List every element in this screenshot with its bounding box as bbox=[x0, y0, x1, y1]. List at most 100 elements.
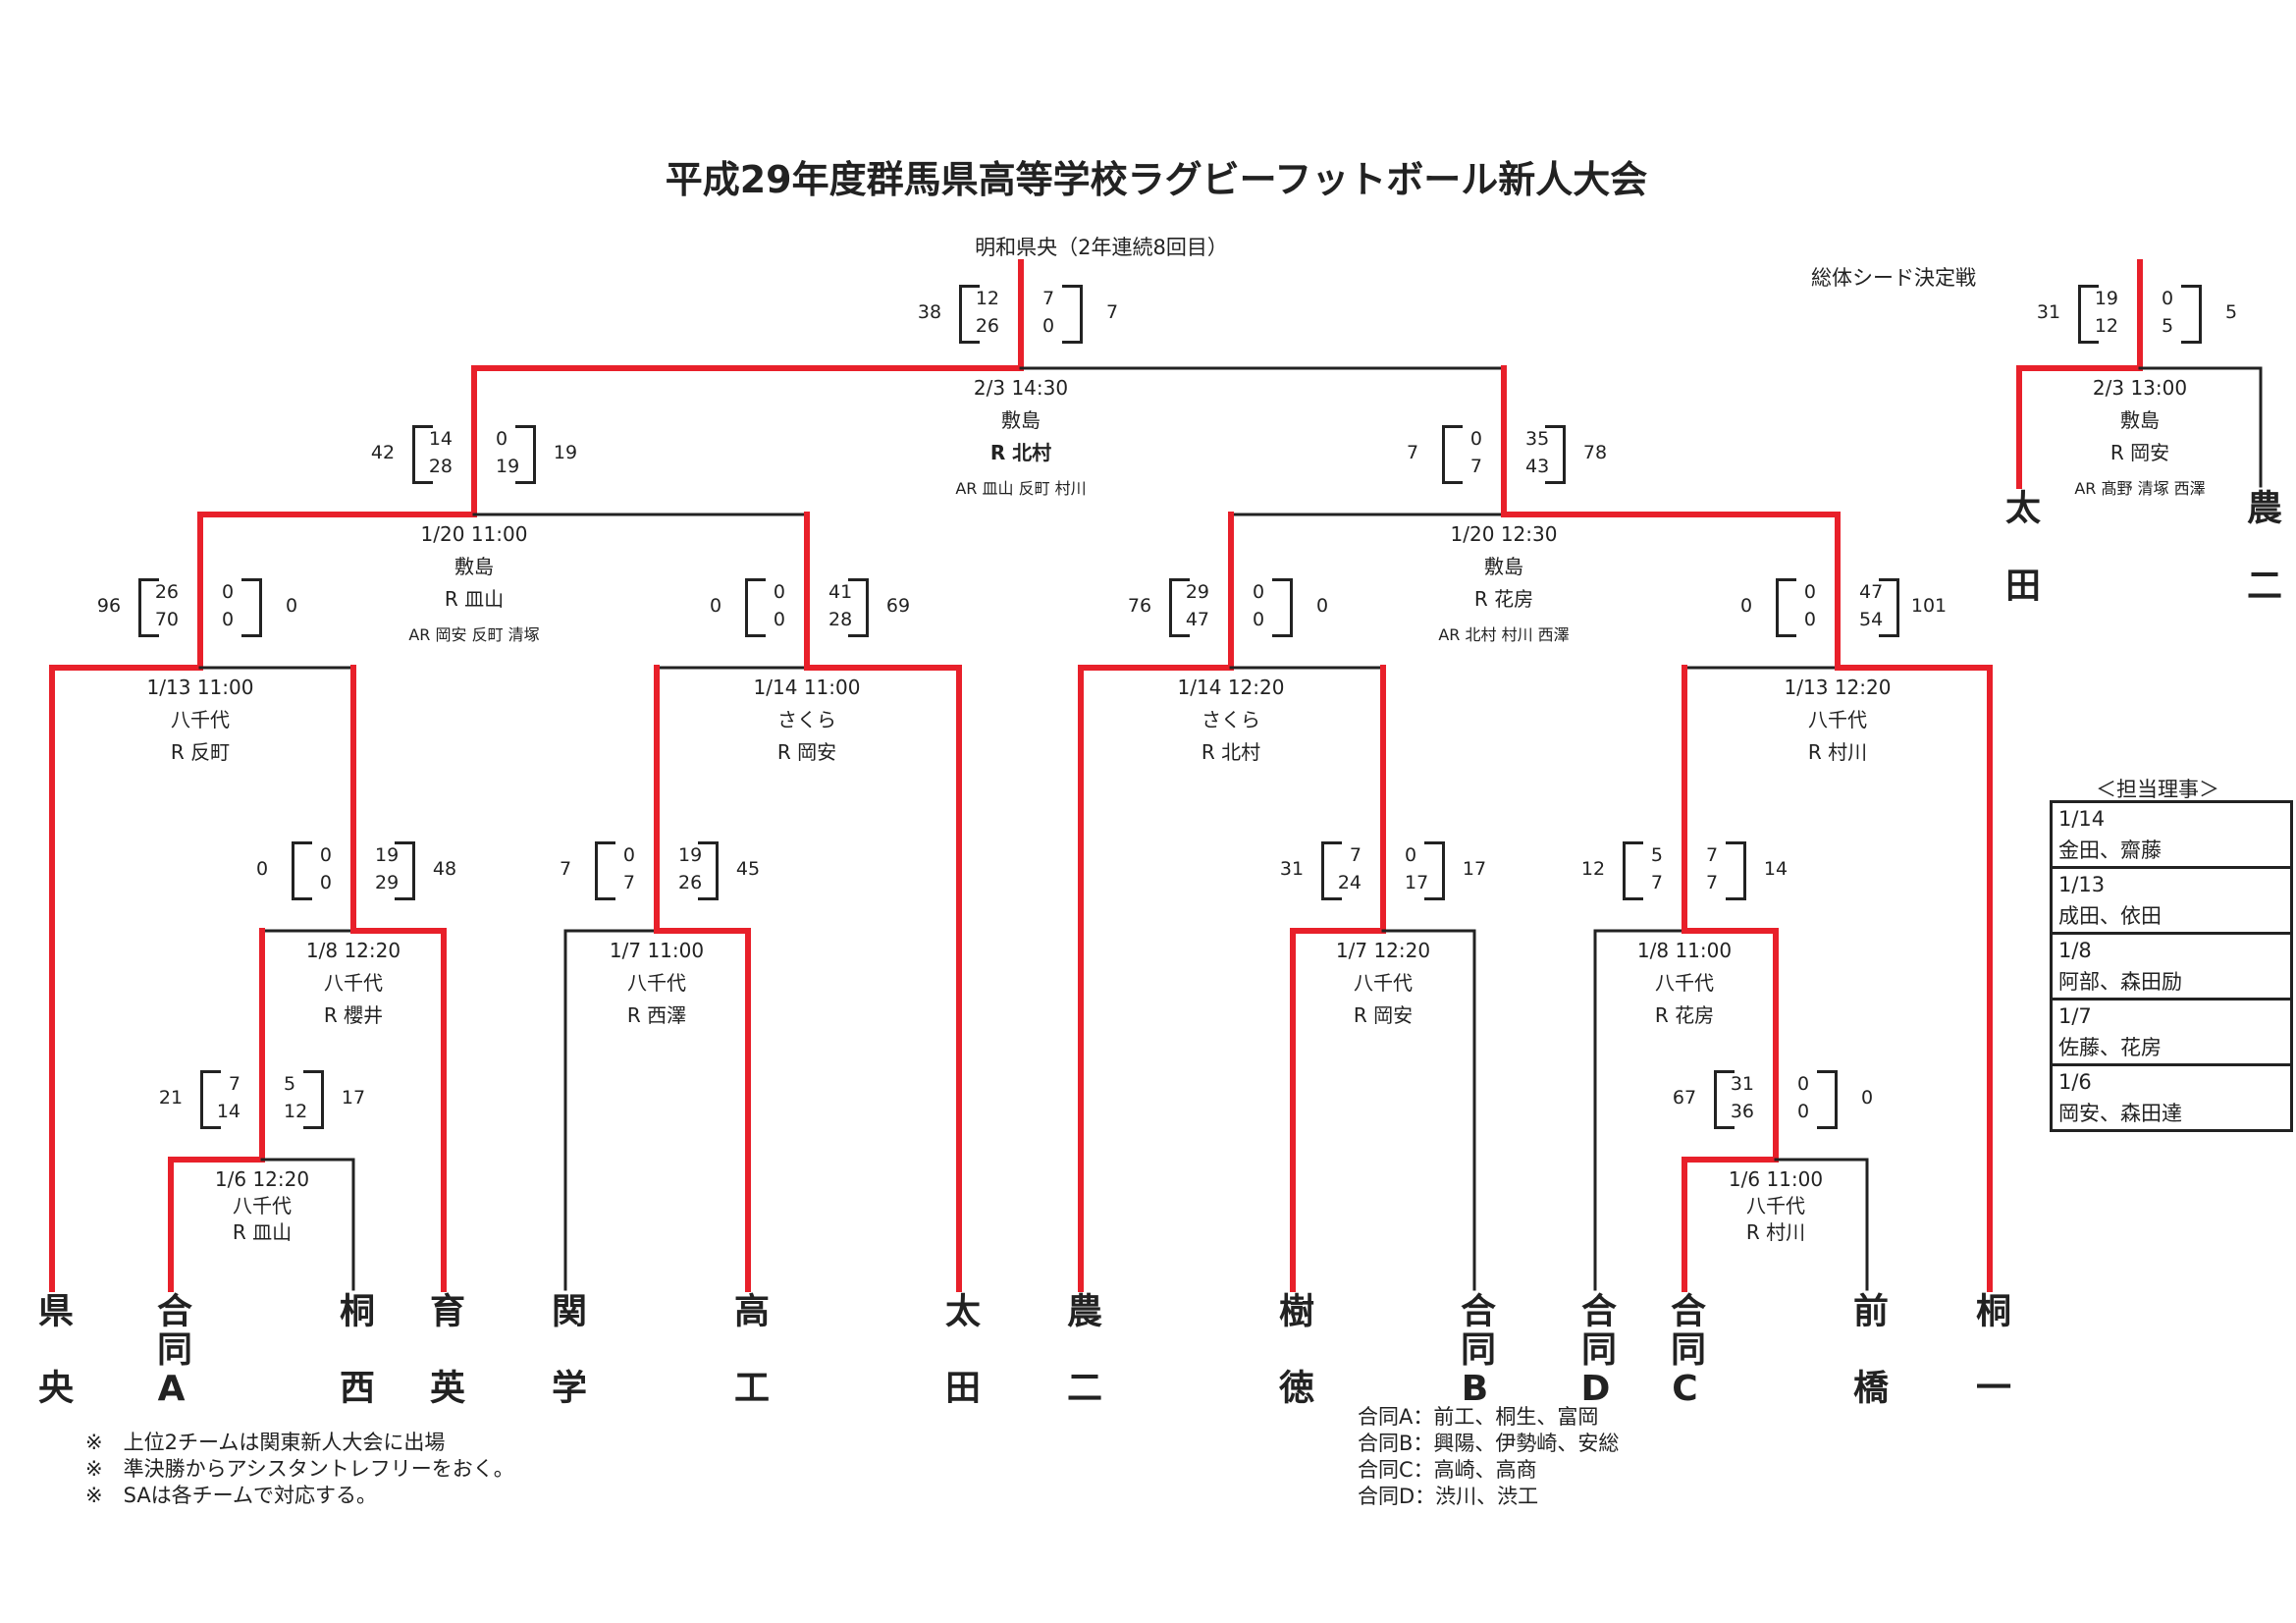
left-total-score: 31 bbox=[2036, 301, 2061, 323]
footnote: ※ 準決勝からアシスタントレフリーをおく。 bbox=[85, 1457, 514, 1481]
match-venue: 八千代 bbox=[1808, 708, 1867, 731]
match-date: 1/7 11:00 bbox=[609, 939, 705, 962]
right-first-half: 7 bbox=[1706, 844, 1719, 866]
champion-note: 明和県央（2年連続8回目） bbox=[975, 236, 1228, 259]
match-referee: R 北村 bbox=[989, 441, 1052, 464]
match-date: 1/20 11:00 bbox=[420, 522, 528, 546]
left-total-score: 0 bbox=[255, 858, 269, 880]
score-bracket-right bbox=[1272, 578, 1293, 637]
left-first-half: 0 bbox=[319, 844, 332, 866]
left-first-half: 31 bbox=[1730, 1073, 1754, 1095]
score-bracket-left bbox=[292, 841, 312, 900]
officials-names: 阿部、森田励 bbox=[2058, 970, 2182, 994]
joint-team-note: 合同A：前工、桐生、富岡 bbox=[1358, 1405, 1599, 1429]
match-venue: 八千代 bbox=[233, 1194, 292, 1217]
match-assistant-referees: AR 岡安 反町 清塚 bbox=[408, 625, 540, 644]
score-bracket-left bbox=[595, 841, 615, 900]
left-second-half: 24 bbox=[1337, 872, 1362, 893]
match-date: 2/3 13:00 bbox=[2092, 376, 2188, 400]
right-first-half: 5 bbox=[284, 1073, 296, 1095]
score-bracket-right bbox=[1545, 425, 1566, 484]
match-referee: R 皿山 bbox=[232, 1220, 293, 1244]
match-venue: 敷島 bbox=[454, 555, 494, 578]
match-venue: 八千代 bbox=[1655, 971, 1714, 995]
left-total-score: 96 bbox=[96, 595, 122, 617]
right-first-half: 35 bbox=[1525, 428, 1550, 450]
seed-team-name: 農二 bbox=[2241, 489, 2281, 644]
score-bracket-right bbox=[698, 841, 719, 900]
score-bracket-left bbox=[1776, 578, 1796, 637]
officials-row: 1/7 佐藤、花房 bbox=[2053, 1001, 2290, 1066]
score-bracket-right bbox=[1424, 841, 1445, 900]
left-total-score: 7 bbox=[559, 858, 572, 880]
score-bracket-right bbox=[395, 841, 415, 900]
left-second-half: 12 bbox=[2094, 315, 2118, 337]
match-date: 1/13 12:20 bbox=[1784, 676, 1892, 699]
team-name: 桐西 bbox=[334, 1292, 374, 1445]
score-bracket-left bbox=[1442, 425, 1463, 484]
team-name: 農二 bbox=[1061, 1292, 1101, 1445]
left-second-half: 26 bbox=[975, 315, 999, 337]
team-name: 合同B bbox=[1455, 1292, 1495, 1412]
team-name: 太田 bbox=[939, 1292, 980, 1445]
left-second-half: 28 bbox=[428, 456, 453, 477]
right-first-half: 7 bbox=[1042, 288, 1055, 309]
right-first-half: 41 bbox=[828, 581, 853, 603]
officials-date: 1/7 bbox=[2058, 1004, 2092, 1028]
match-venue: さくら bbox=[1201, 708, 1260, 731]
team-name: 県央 bbox=[32, 1292, 73, 1445]
right-second-half: 17 bbox=[1405, 872, 1429, 893]
score-bracket-right bbox=[1726, 841, 1746, 900]
score-bracket-right bbox=[1879, 578, 1899, 637]
right-second-half: 12 bbox=[284, 1101, 308, 1122]
right-total-score: 19 bbox=[553, 442, 578, 463]
team-name: 樹徳 bbox=[1273, 1292, 1313, 1445]
match-referee: R 皿山 bbox=[444, 587, 505, 611]
right-first-half: 0 bbox=[222, 581, 235, 603]
officials-names: 成田、依田 bbox=[2058, 904, 2162, 928]
officials-date: 1/6 bbox=[2058, 1070, 2092, 1094]
seed-team-name: 太田 bbox=[2000, 489, 2040, 644]
match-referee: R 村川 bbox=[1745, 1220, 1806, 1244]
page-title: 平成29年度群馬県高等学校ラグビーフットボール新人大会 bbox=[665, 158, 1648, 201]
match-date: 1/8 11:00 bbox=[1636, 939, 1733, 962]
left-total-score: 42 bbox=[370, 442, 396, 463]
match-venue: 八千代 bbox=[324, 971, 383, 995]
match-referee: R 岡安 bbox=[2109, 441, 2170, 464]
left-total-score: 38 bbox=[917, 301, 942, 323]
match-venue: さくら bbox=[777, 708, 836, 731]
officials-date: 1/13 bbox=[2058, 873, 2106, 896]
score-bracket-left bbox=[745, 578, 766, 637]
team-name: 育英 bbox=[424, 1292, 464, 1445]
team-name: 合同A bbox=[151, 1292, 191, 1412]
right-total-score: 69 bbox=[885, 595, 911, 617]
officials-names: 佐藤、花房 bbox=[2058, 1036, 2162, 1059]
left-first-half: 5 bbox=[1650, 844, 1663, 866]
officials-names: 金田、齋藤 bbox=[2058, 839, 2162, 862]
score-bracket-left bbox=[200, 1070, 221, 1129]
score-bracket-right bbox=[515, 425, 536, 484]
match-date: 1/13 11:00 bbox=[146, 676, 254, 699]
score-bracket-left bbox=[1321, 841, 1342, 900]
right-second-half: 0 bbox=[1253, 609, 1265, 630]
left-second-half: 14 bbox=[216, 1101, 240, 1122]
left-total-score: 31 bbox=[1279, 858, 1305, 880]
joint-team-note: 合同B：興陽、伊勢崎、安総 bbox=[1358, 1432, 1620, 1455]
right-total-score: 14 bbox=[1763, 858, 1789, 880]
